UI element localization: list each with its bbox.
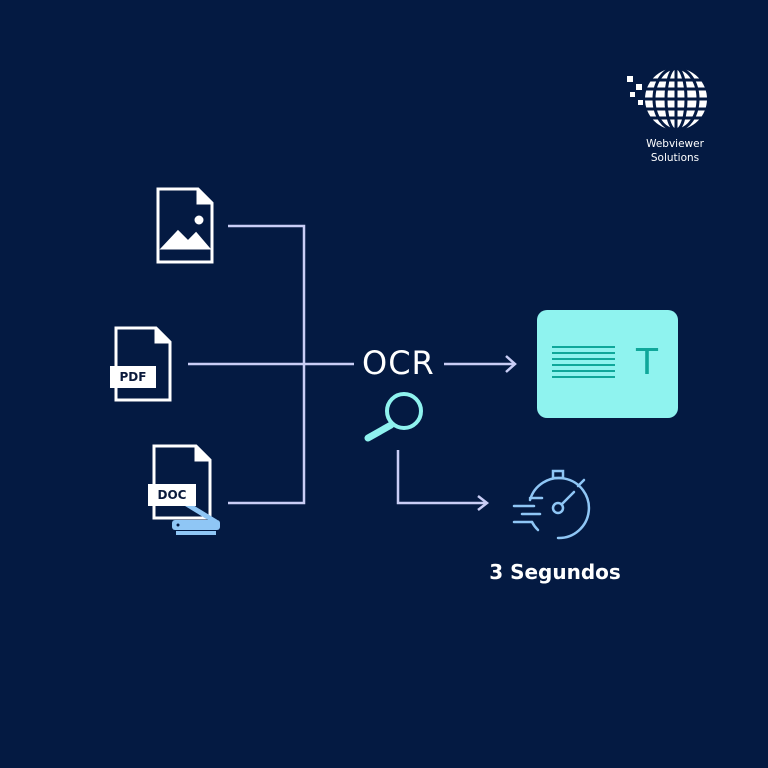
stopwatch-icon bbox=[512, 469, 591, 540]
text-output-card bbox=[537, 310, 678, 418]
text-symbol-icon: T bbox=[636, 342, 658, 383]
ocr-label: OCR bbox=[362, 344, 435, 382]
magnifier-icon bbox=[364, 392, 423, 442]
pdf-label: PDF bbox=[110, 366, 156, 388]
pdf-file-icon bbox=[114, 326, 172, 402]
logo-line2: Solutions bbox=[650, 152, 700, 164]
company-logo-text: Webviewer Solutions bbox=[620, 137, 730, 165]
duration-label: 3 Segundos bbox=[489, 560, 621, 584]
doc-file-icon bbox=[152, 444, 212, 520]
image-file-icon bbox=[156, 187, 214, 264]
logo-line1: Webviewer bbox=[646, 138, 704, 150]
globe-logo-icon bbox=[627, 66, 707, 132]
connector-lines bbox=[188, 224, 517, 511]
doc-label: DOC bbox=[148, 484, 196, 506]
text-lines-icon bbox=[552, 346, 615, 378]
